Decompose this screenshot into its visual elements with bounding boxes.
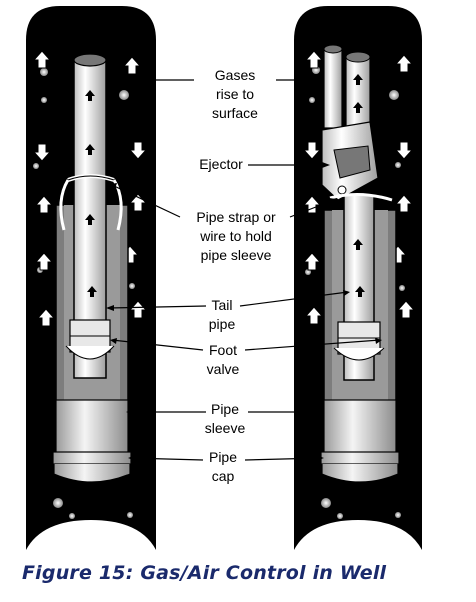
label-pipe-strap-line-2: wire to hold bbox=[200, 228, 272, 244]
label-pipe-strap-line-3: pipe sleeve bbox=[200, 247, 272, 263]
label-pipe-sleeve-line-2: sleeve bbox=[204, 420, 246, 436]
label-tail-pipe-line-2: pipe bbox=[208, 316, 236, 332]
figure-caption: Figure 15: Gas/Air Control in Well bbox=[22, 562, 387, 584]
label-gases-line-2: rise to bbox=[215, 86, 255, 102]
label-gases: Gases rise to surface bbox=[192, 66, 278, 123]
leader-lines bbox=[107, 79, 381, 461]
label-pipe-cap-line-2: cap bbox=[211, 468, 235, 484]
label-pipe-sleeve: Pipe sleeve bbox=[198, 400, 252, 438]
label-pipe-cap: Pipe cap bbox=[200, 448, 246, 486]
well-diagram bbox=[26, 6, 422, 550]
label-pipe-strap-line-1: Pipe strap or bbox=[196, 209, 276, 225]
label-gases-line-1: Gases bbox=[214, 67, 256, 83]
leader-arrowheads bbox=[106, 77, 382, 461]
label-ejector-line-1: Ejector bbox=[199, 156, 243, 172]
label-foot-valve: Foot valve bbox=[198, 341, 248, 379]
label-foot-valve-line-1: Foot bbox=[208, 342, 237, 358]
right-well bbox=[294, 6, 422, 550]
label-pipe-strap: Pipe strap or wire to hold pipe sleeve bbox=[178, 208, 294, 265]
label-foot-valve-line-2: valve bbox=[206, 361, 240, 377]
label-pipe-sleeve-line-1: Pipe bbox=[210, 401, 240, 417]
label-tail-pipe-line-1: Tail bbox=[211, 297, 233, 313]
label-gases-line-3: surface bbox=[212, 105, 258, 121]
label-pipe-cap-line-1: Pipe bbox=[208, 449, 238, 465]
label-tail-pipe: Tail pipe bbox=[200, 296, 244, 334]
label-ejector: Ejector bbox=[192, 155, 250, 174]
left-well bbox=[26, 6, 156, 550]
